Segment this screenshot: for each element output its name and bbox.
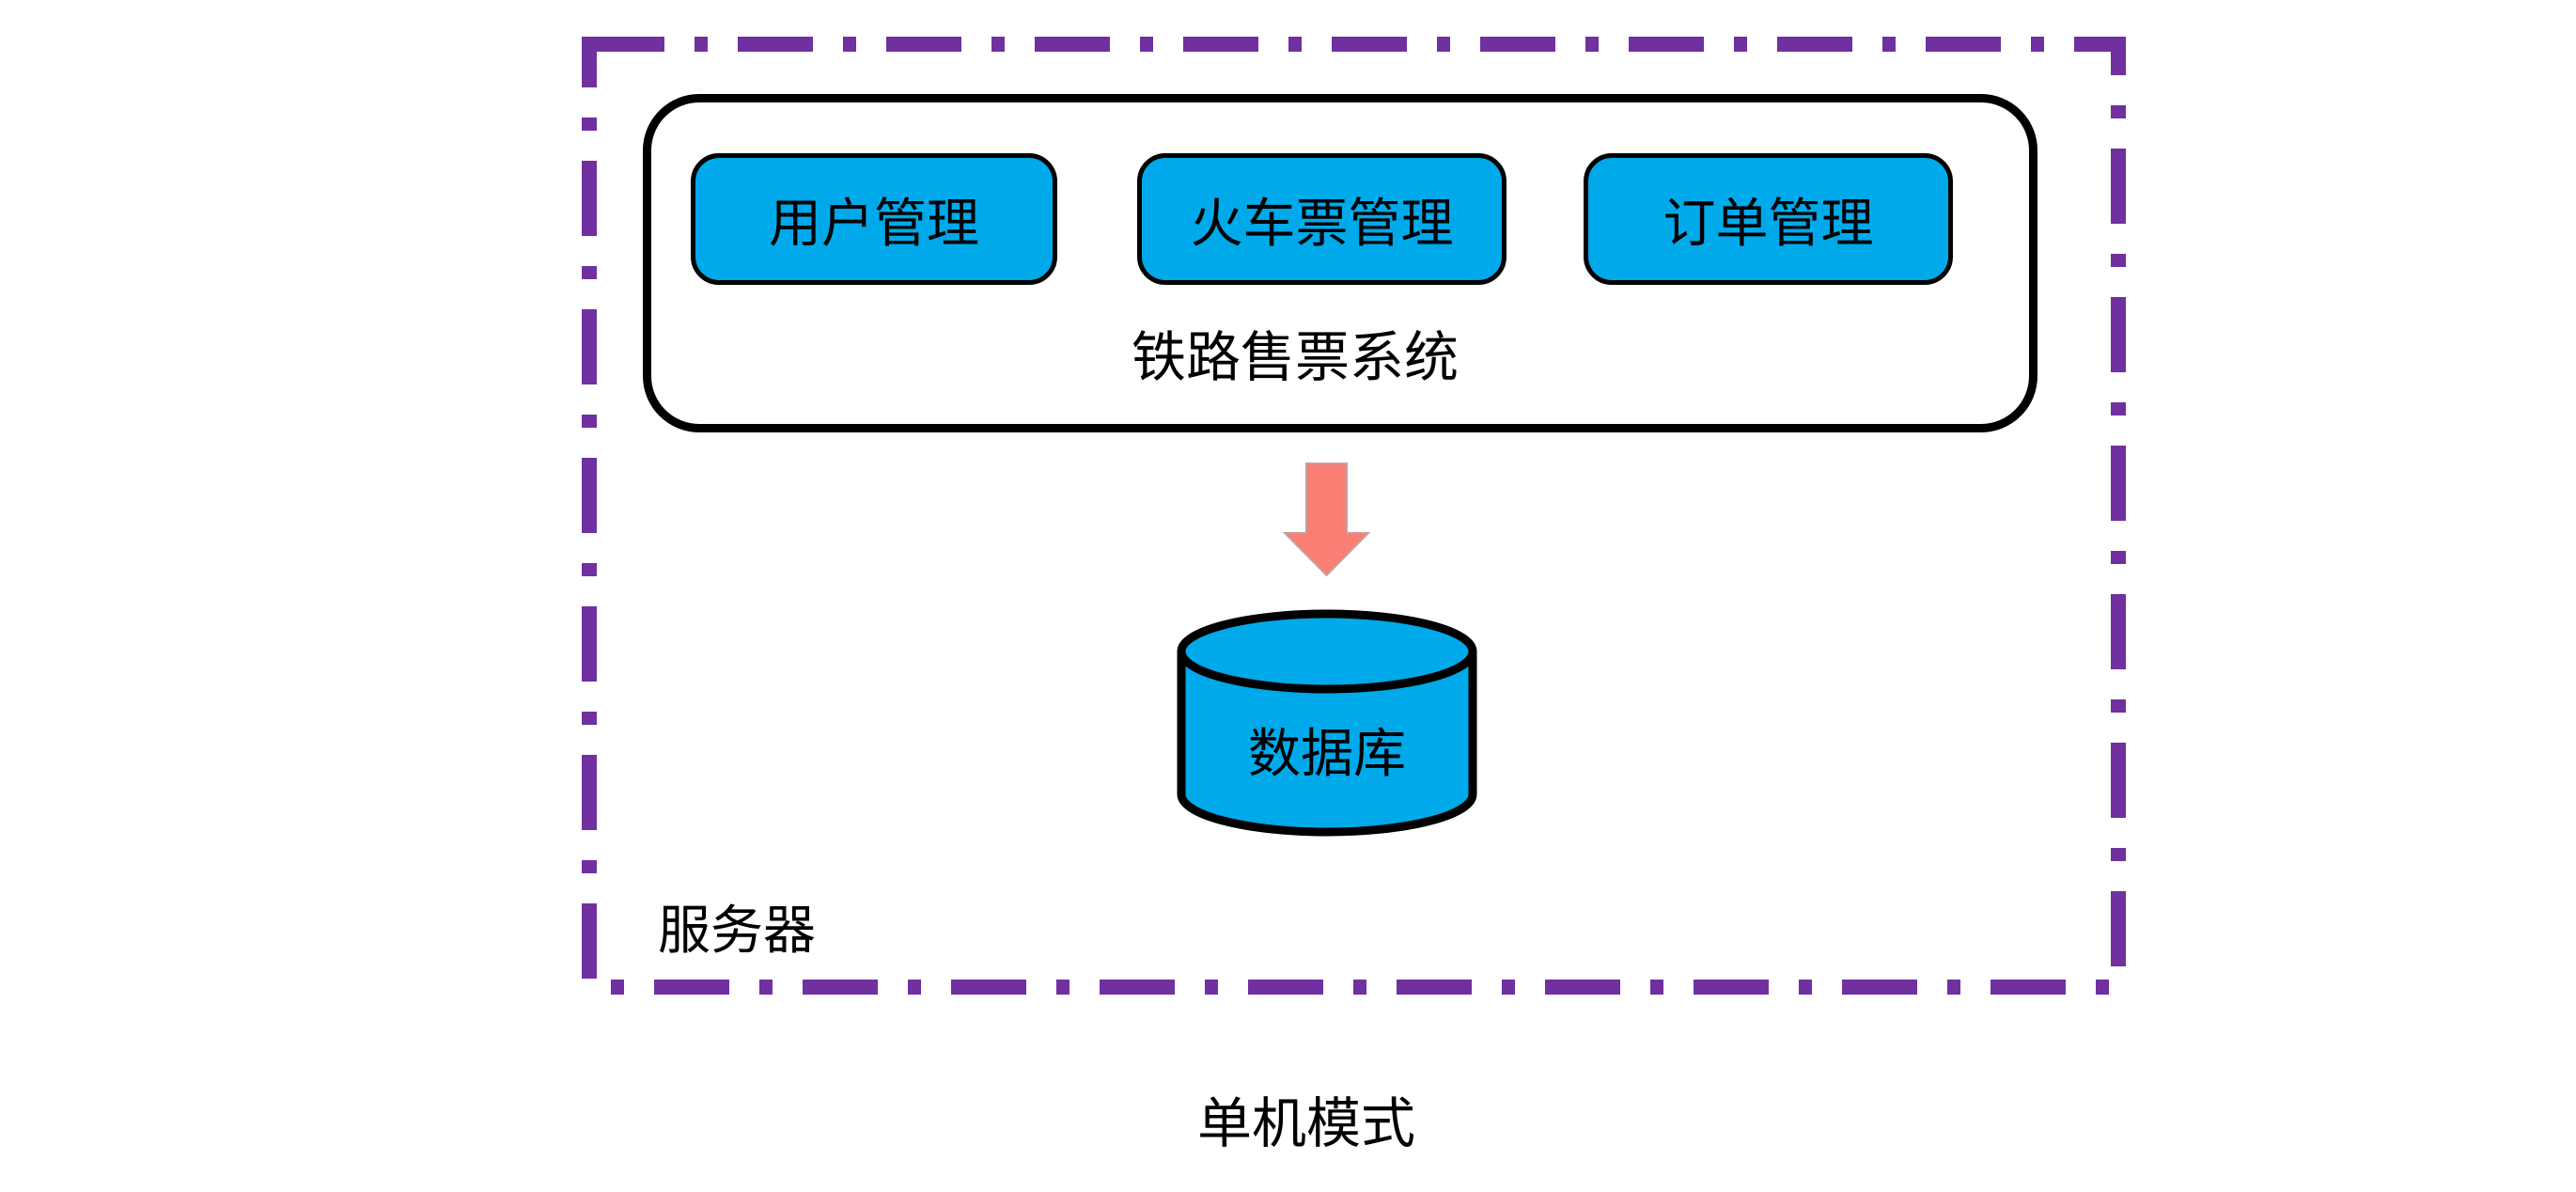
diagram-caption: 单机模式 [1196,1091,1415,1155]
system-box-label: 铁路售票系统 [1131,325,1459,389]
module-box-user-management: 用户管理 [691,153,1057,285]
database-cylinder-icon [1177,609,1477,837]
database-cylinder-rim [1177,651,1477,694]
down-arrow-icon [1282,463,1371,577]
server-group-label: 服务器 [658,901,816,962]
database-cylinder-body [1177,609,1477,837]
module-box-order-management: 订单管理 [1584,153,1953,285]
server-boundary-dashed-border [582,37,2126,995]
module-box-train-ticket-management: 火车票管理 [1137,153,1507,285]
database-label: 数据库 [1248,724,1406,785]
